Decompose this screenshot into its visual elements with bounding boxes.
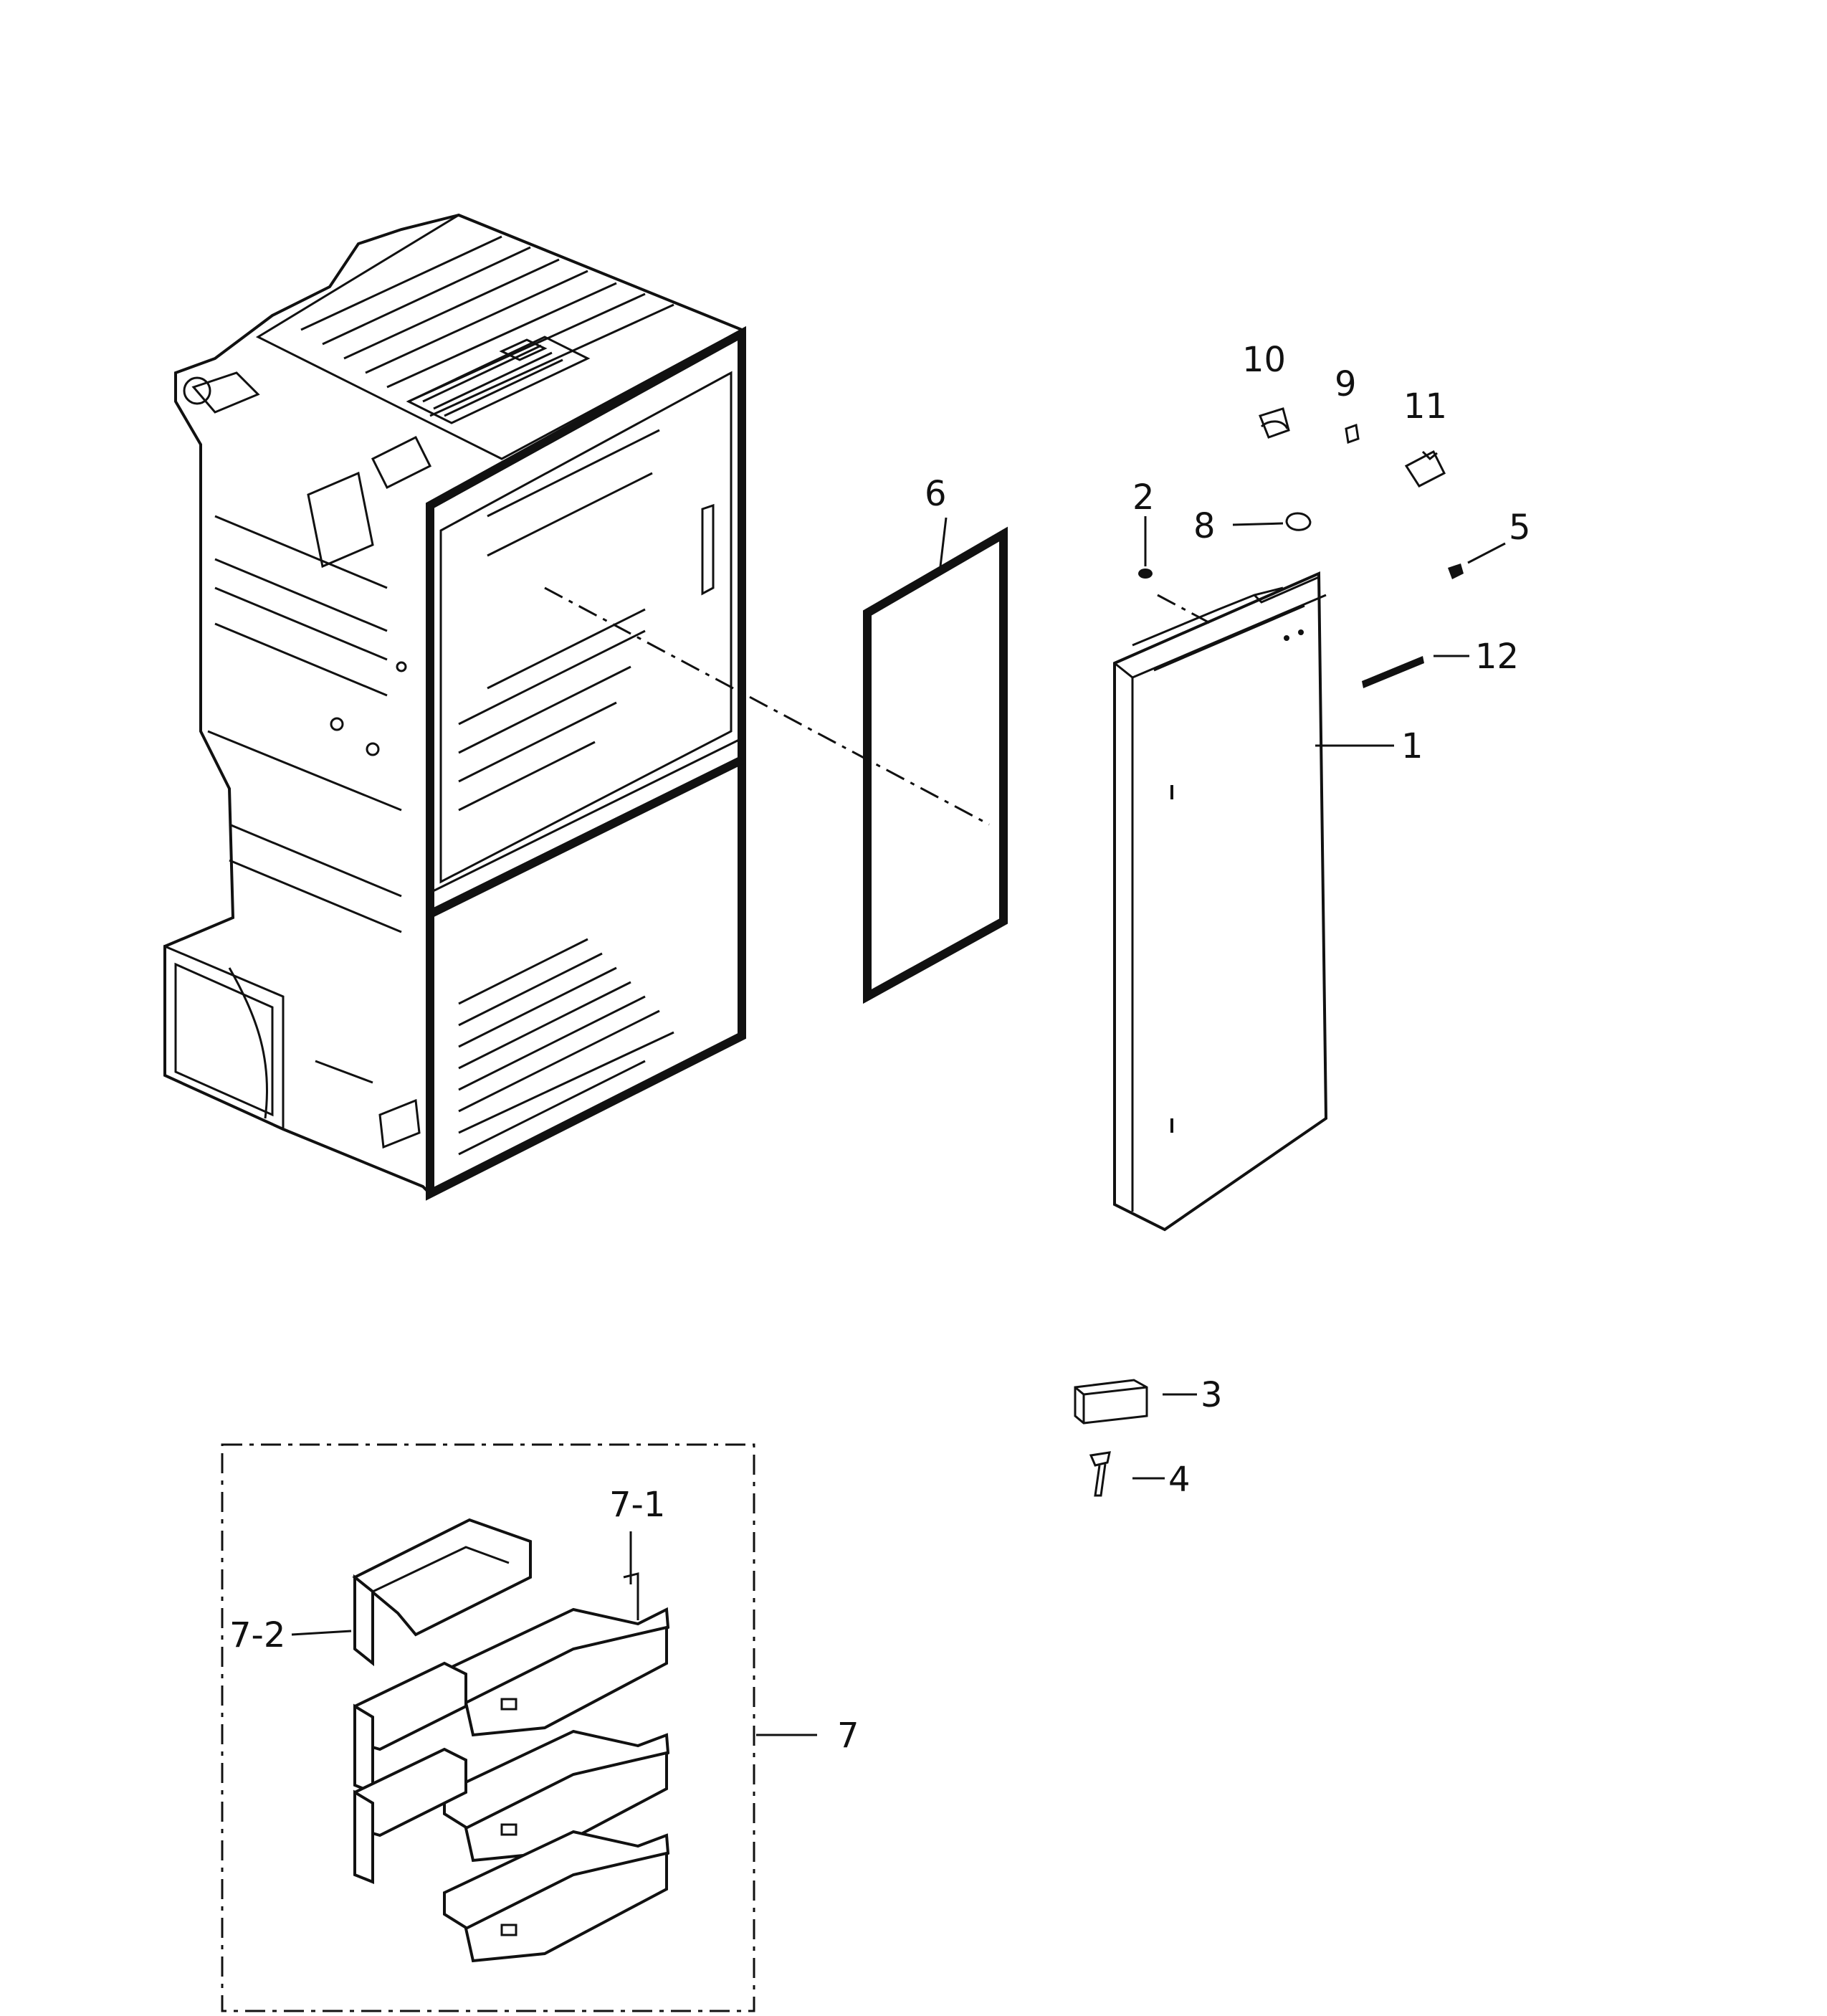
leader-lines xyxy=(291,516,1506,1736)
part-4-screw xyxy=(1089,1451,1111,1497)
part-8-hinge-pin xyxy=(1285,512,1312,531)
callout-6: 6 xyxy=(925,474,947,514)
callout-7-1: 7-1 xyxy=(609,1485,665,1525)
side-panel-ribs xyxy=(207,515,402,933)
callout-9: 9 xyxy=(1335,364,1357,404)
callout-1: 1 xyxy=(1401,726,1423,766)
callout-11: 11 xyxy=(1403,386,1447,427)
callout-10: 10 xyxy=(1242,340,1286,380)
callout-4: 4 xyxy=(1168,1460,1191,1500)
callout-3: 3 xyxy=(1201,1375,1223,1415)
door-bin-kit-box xyxy=(221,1443,755,2012)
door-gasket xyxy=(863,526,1008,1004)
callout-7-2: 7-2 xyxy=(229,1615,285,1655)
upper-liner-ribs xyxy=(458,429,660,812)
part-12-samsung-logo xyxy=(1362,656,1424,688)
refrigerator-door xyxy=(1113,571,1328,1232)
refrigerator-cabinet xyxy=(163,213,746,1201)
part-5-cap xyxy=(1448,564,1464,579)
door-bin-middle xyxy=(443,1729,670,1863)
callout-7: 7 xyxy=(837,1716,859,1756)
lower-liner-ribs xyxy=(458,938,674,1156)
part-3-block xyxy=(1074,1379,1148,1425)
callout-labels: 1 2 3 4 5 6 7 7-1 7-2 8 9 10 11 12 xyxy=(229,340,1531,1756)
callout-12: 12 xyxy=(1475,637,1519,677)
part-11-hinge-bracket xyxy=(1404,450,1446,488)
part-10-hinge-cap xyxy=(1259,407,1290,439)
callout-2: 2 xyxy=(1132,477,1155,518)
door-bin-upper xyxy=(352,1518,532,1667)
callout-8: 8 xyxy=(1193,506,1216,546)
door-bin-left-lower xyxy=(353,1747,467,1884)
door-bin-bottom xyxy=(443,1830,670,1963)
part-2-pin xyxy=(1138,569,1153,579)
top-panel-ribs xyxy=(300,235,674,417)
part-9-block xyxy=(1345,423,1360,444)
assembly-guide-line xyxy=(544,586,990,826)
callout-5: 5 xyxy=(1509,508,1531,548)
